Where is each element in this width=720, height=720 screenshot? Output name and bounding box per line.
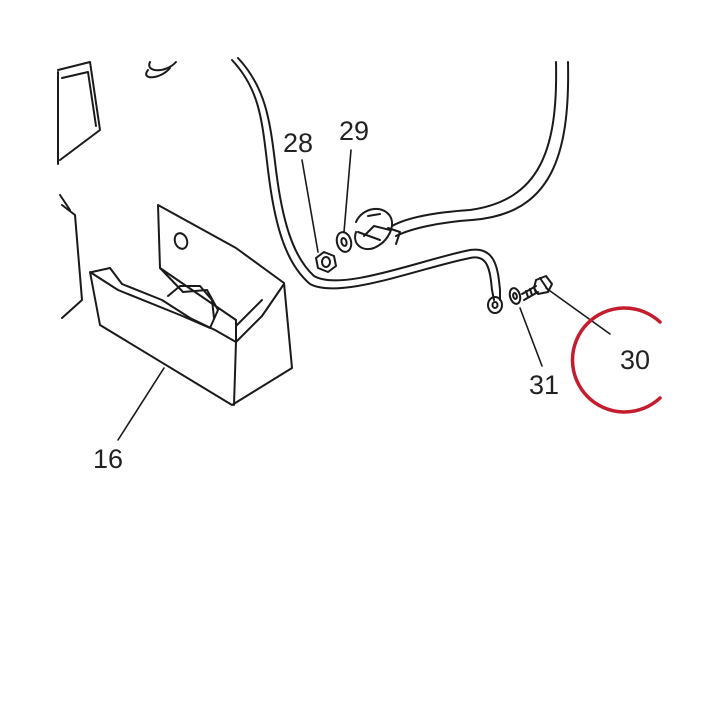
- leader-28: [301, 159, 319, 253]
- part-28-nut: [315, 251, 337, 273]
- cable-right: [391, 61, 570, 237]
- housing-left-side: [59, 194, 83, 319]
- cable-main: [231, 57, 501, 301]
- cable-clamp: [354, 207, 401, 250]
- callout-30: 30: [620, 345, 650, 375]
- leader-30: [545, 287, 611, 335]
- callout-16: 16: [93, 444, 123, 474]
- leader-31: [519, 307, 543, 367]
- housing-upper-left: [57, 61, 101, 165]
- part-16-bracket: [89, 204, 293, 406]
- leader-29: [343, 149, 352, 233]
- part-29-washer: [335, 231, 353, 253]
- ring-terminal: [487, 296, 503, 314]
- leader-16: [117, 367, 165, 441]
- leader-lines: [117, 149, 611, 441]
- callout-29: 29: [339, 116, 369, 146]
- part-31-washer: [508, 287, 522, 305]
- highlight-circle-30: [570, 306, 662, 414]
- part-30-bolt: [521, 275, 553, 301]
- callout-28: 28: [283, 128, 313, 158]
- callout-31: 31: [529, 370, 559, 400]
- wire-loop-top: [145, 61, 177, 79]
